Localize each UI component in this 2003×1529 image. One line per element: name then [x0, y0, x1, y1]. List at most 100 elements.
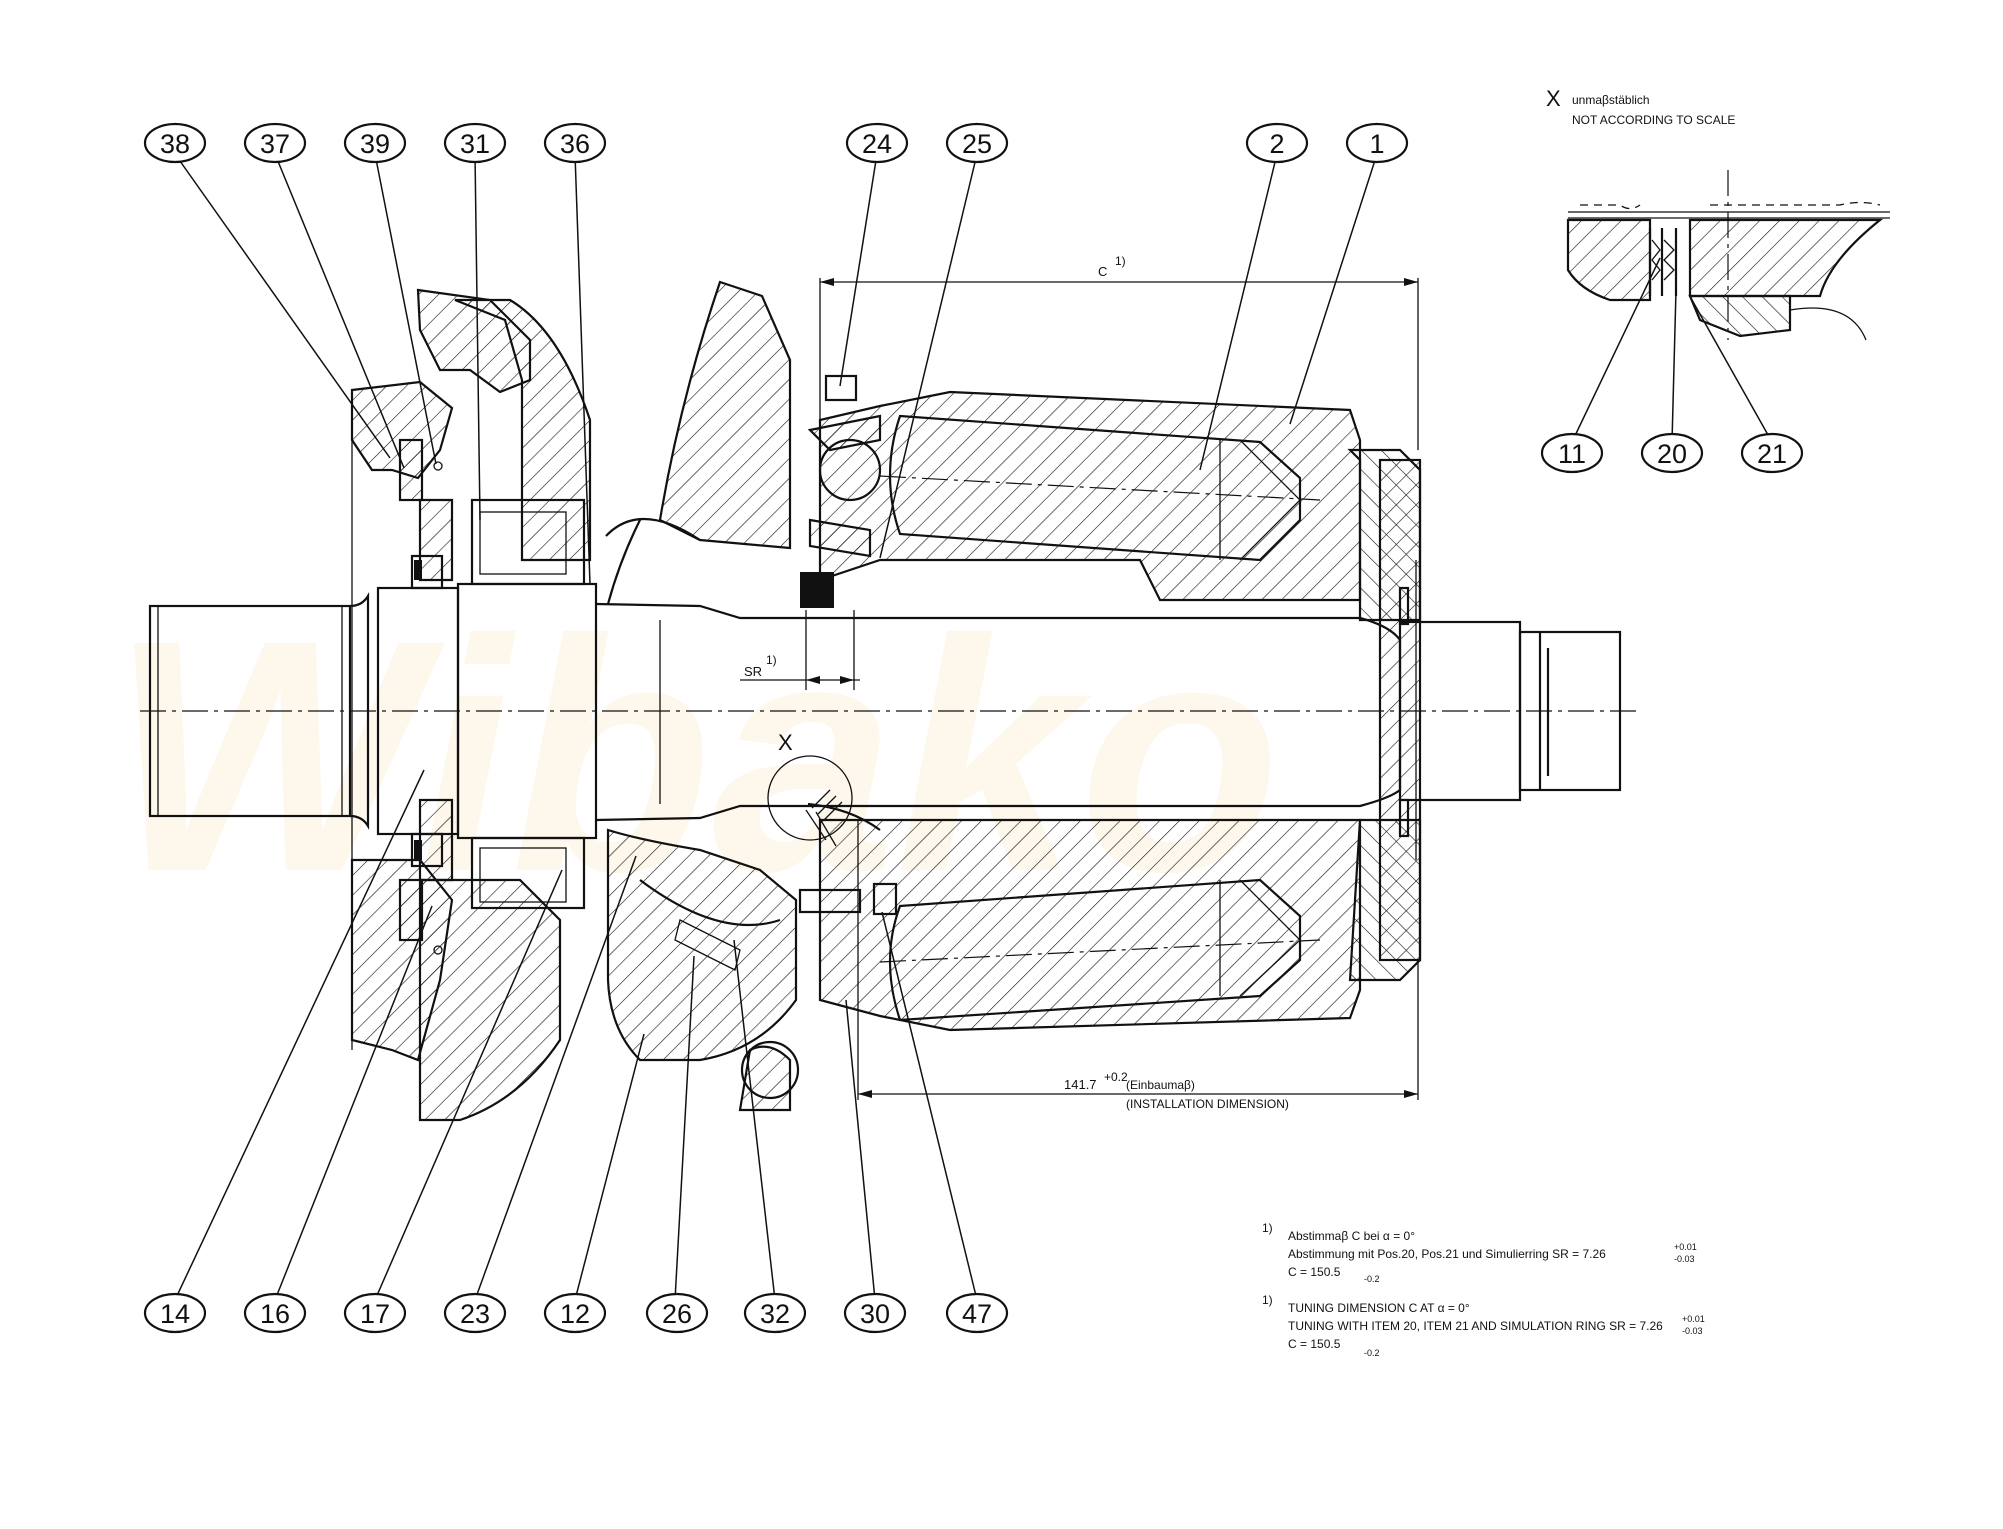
item-bubble-label: 32	[760, 1299, 790, 1329]
bearing-housing	[470, 498, 586, 910]
note-de-marker: 1)	[1262, 1221, 1273, 1235]
item-bubble-outline	[645, 1292, 709, 1334]
item-bubble-outline	[743, 1292, 807, 1334]
item-bubble-label: 21	[1757, 439, 1787, 469]
item-bubble-47: 47	[945, 1292, 1009, 1334]
note-de-line3: C = 150.5	[1288, 1265, 1341, 1279]
item-bubble-25: 25	[945, 122, 1009, 164]
item-bubble-label: 17	[360, 1299, 390, 1329]
mounting-flange	[350, 288, 592, 1122]
note-de-line3-tol: -0.2	[1364, 1274, 1380, 1284]
item-bubble-23: 23	[443, 1292, 507, 1334]
note-en-tol-up: +0.01	[1682, 1314, 1705, 1324]
note-en-line3: C = 150.5	[1288, 1337, 1341, 1351]
dim-sr-label: SR	[744, 664, 762, 679]
note-en-line1: TUNING DIMENSION C AT α = 0°	[1288, 1301, 1470, 1315]
item-bubble-32: 32	[743, 1292, 807, 1334]
item-bubble-outline	[343, 1292, 407, 1334]
item-bubble-outline	[243, 1292, 307, 1334]
item-bubble-outline	[945, 1292, 1009, 1334]
install-value: 141.7	[1064, 1077, 1097, 1092]
dim-c-sup: 1)	[1115, 254, 1126, 268]
item-bubble-16: 16	[243, 1292, 307, 1334]
item-bubble-outline	[1540, 432, 1604, 474]
item-bubble-outline	[443, 122, 507, 164]
note-de-line1: Abstimmaβ C bei α = 0°	[1288, 1229, 1415, 1243]
item-bubble-21: 21	[1740, 432, 1804, 474]
item-bubble-31: 31	[443, 122, 507, 164]
item-bubble-outline	[243, 122, 307, 164]
item-bubbles-top: 38 37 39 31 36 24 25 2 1	[143, 122, 1409, 164]
note-de-tol-dn: -0.03	[1674, 1254, 1695, 1264]
item-bubble-outline	[1345, 122, 1409, 164]
item-bubbles-bottom: 14 16 17 23 12 26 32 30 47	[143, 1292, 1009, 1334]
item-bubble-outline	[1640, 432, 1704, 474]
item-bubble-outline	[945, 122, 1009, 164]
item-bubble-17: 17	[343, 1292, 407, 1334]
item-bubble-outline	[343, 122, 407, 164]
note-en-tol-dn: -0.03	[1682, 1326, 1703, 1336]
swash-plate	[605, 280, 800, 1112]
item-bubble-14: 14	[143, 1292, 207, 1334]
dimension-c: C 1)	[819, 254, 1419, 450]
note-en-line2: TUNING WITH ITEM 20, ITEM 21 AND SIMULAT…	[1288, 1319, 1663, 1333]
detail-german: unmaβstäblich	[1572, 93, 1650, 107]
item-bubble-label: 30	[860, 1299, 890, 1329]
leader-lines	[174, 153, 1773, 1301]
item-bubble-11: 11	[1540, 432, 1604, 474]
item-bubble-label: 24	[862, 129, 892, 159]
item-bubble-outline	[1740, 432, 1804, 474]
item-bubble-label: 23	[460, 1299, 490, 1329]
item-bubble-label: 25	[962, 129, 992, 159]
detail-x-view: X unmaβstäblich NOT ACCORDING TO SCALE	[1546, 86, 1890, 341]
dim-sr-sup: 1)	[766, 653, 777, 667]
item-bubble-label: 37	[260, 129, 290, 159]
item-bubble-outline	[1245, 122, 1309, 164]
pistons	[879, 414, 1321, 1022]
item-bubble-outline	[843, 1292, 907, 1334]
installation-dimension: 141.7 +0.2 (Einbaumaβ) (INSTALLATION DIM…	[857, 820, 1419, 1111]
item-bubble-26: 26	[645, 1292, 709, 1334]
install-de: (Einbaumaβ)	[1126, 1078, 1195, 1092]
item-bubble-outline	[143, 122, 207, 164]
item-bubble-label: 2	[1269, 129, 1284, 159]
note-en-marker: 1)	[1262, 1293, 1273, 1307]
item-bubble-30: 30	[843, 1292, 907, 1334]
item-bubble-20: 20	[1640, 432, 1704, 474]
item-bubble-label: 14	[160, 1299, 190, 1329]
item-bubble-outline	[543, 1292, 607, 1334]
item-bubble-label: 11	[1558, 439, 1586, 469]
note-de-tol-up: +0.01	[1674, 1242, 1697, 1252]
item-bubble-39: 39	[343, 122, 407, 164]
item-bubble-12: 12	[543, 1292, 607, 1334]
install-en: (INSTALLATION DIMENSION)	[1126, 1097, 1289, 1111]
port-plate	[1378, 458, 1422, 962]
item-bubble-2: 2	[1245, 122, 1309, 164]
install-tol: +0.2	[1104, 1070, 1128, 1084]
item-bubble-38: 38	[143, 122, 207, 164]
item-bubble-label: 47	[962, 1299, 992, 1329]
dimension-sr: SR 1) X	[740, 610, 860, 755]
item-bubble-label: 39	[360, 129, 390, 159]
item-bubble-label: 12	[560, 1299, 590, 1329]
item-bubble-24: 24	[845, 122, 909, 164]
detail-english: NOT ACCORDING TO SCALE	[1572, 113, 1735, 127]
detail-x-marker: X	[778, 730, 793, 755]
detail-letter: X	[1546, 86, 1561, 111]
item-bubbles-detail: 11 20 21	[1540, 432, 1804, 474]
item-bubble-outline	[845, 122, 909, 164]
item-bubble-outline	[443, 1292, 507, 1334]
item-bubble-label: 1	[1369, 129, 1384, 159]
item-bubble-outline	[143, 1292, 207, 1334]
item-bubble-label: 16	[260, 1299, 290, 1329]
item-bubble-1: 1	[1345, 122, 1409, 164]
item-bubble-label: 31	[460, 129, 490, 159]
shaft-seal	[398, 438, 444, 955]
item-bubble-label: 36	[560, 129, 590, 159]
dim-c-label: C	[1098, 264, 1107, 279]
detail-x-spring	[811, 789, 843, 821]
tuning-notes-en: 1) TUNING DIMENSION C AT α = 0° TUNING W…	[1262, 1293, 1705, 1358]
note-en-line3-tol: -0.2	[1364, 1348, 1380, 1358]
item-bubble-36: 36	[543, 122, 607, 164]
